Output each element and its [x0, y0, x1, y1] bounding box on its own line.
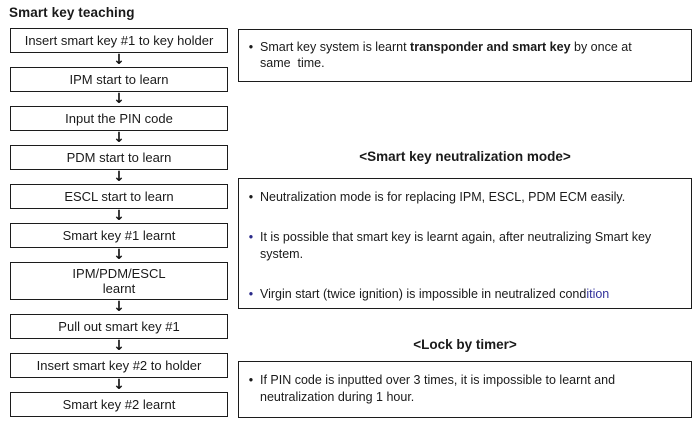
note-text: Neutralization mode is for replacing IPM…: [260, 189, 625, 206]
down-arrow-icon: ↓: [113, 52, 125, 68]
down-arrow-icon: ↓: [113, 338, 125, 354]
note-text: Smart key system is learnt transponder a…: [260, 39, 632, 71]
flow-step-label: Insert smart key #2 to holder: [36, 358, 202, 373]
note-text: Virgin start (twice ignition) is impossi…: [260, 286, 609, 303]
note-teaching-box: • Smart key system is learnt transponder …: [238, 29, 692, 82]
flow-step-label: Insert smart key #1 to key holder: [24, 33, 214, 48]
flow-step-label: Input the PIN code: [65, 111, 173, 126]
note-neutralization-box: • Neutralization mode is for replacing IP…: [238, 178, 692, 309]
note-line: neutralization during 1 hour.: [260, 390, 415, 404]
bullet-icon: •: [248, 40, 254, 54]
flow-step-label: Smart key #1 learnt: [62, 228, 176, 243]
down-arrow-icon: ↓: [113, 208, 125, 224]
note-text: It is possible that smart key is learnt …: [260, 229, 651, 263]
flow-step-label: ESCL start to learn: [64, 189, 174, 204]
flow-step-label: IPM/PDM/ESCL: [72, 266, 166, 281]
flow-step-box: Smart key #1 learnt: [10, 223, 228, 248]
heading-neutralization-mode: <Smart key neutralization mode>: [359, 149, 571, 164]
note-line: system.: [260, 247, 304, 261]
note-line: If PIN code is inputted over 3 times, it…: [260, 373, 616, 387]
flow-step-box: Smart key #2 learnt: [10, 392, 228, 417]
heading-lock-by-timer: <Lock by timer>: [413, 337, 517, 352]
flow-step-label: learnt: [102, 281, 136, 296]
bullet-icon: •: [248, 287, 254, 301]
flow-step-label: Pull out smart key #1: [58, 319, 180, 334]
flow-column: Insert smart key #1 to key holder ↓ IPM st…: [10, 28, 228, 417]
note-line: Neutralization mode is for replacing IPM…: [260, 190, 626, 204]
down-arrow-icon: ↓: [113, 247, 125, 263]
note-line: same time.: [260, 56, 325, 70]
bullet-icon: •: [248, 190, 254, 204]
down-arrow-icon: ↓: [113, 299, 125, 315]
note-bullet: • It is possible that smart key is learnt…: [247, 229, 687, 263]
flow-step-label: PDM start to learn: [66, 150, 172, 165]
page-title: Smart key teaching: [9, 5, 135, 20]
flow-step-label: Smart key #2 learnt: [62, 397, 176, 412]
down-arrow-icon: ↓: [113, 377, 125, 393]
flow-step-box: Pull out smart key #1: [10, 314, 228, 339]
note-text: If PIN code is inputted over 3 times, it…: [260, 372, 615, 406]
down-arrow-icon: ↓: [113, 91, 125, 107]
flow-step-box: Insert smart key #2 to holder: [10, 353, 228, 378]
flow-step-box: Insert smart key #1 to key holder: [10, 28, 228, 53]
bullet-icon: •: [248, 230, 254, 244]
note-bullet: • Neutralization mode is for replacing IP…: [247, 189, 687, 206]
flow-step-label: IPM start to learn: [69, 72, 169, 87]
down-arrow-icon: ↓: [113, 169, 125, 185]
note-line: Smart key system is learnt transponder a…: [260, 40, 632, 54]
note-line: Virgin start (twice ignition) is impossi…: [260, 287, 610, 301]
flow-step-box: IPM start to learn: [10, 67, 228, 92]
bullet-icon: •: [248, 373, 254, 387]
down-arrow-icon: ↓: [113, 130, 125, 146]
note-lock-box: • If PIN code is inputted over 3 times, i…: [238, 361, 692, 418]
note-bullet: • Virgin start (twice ignition) is imposs…: [247, 286, 687, 303]
flow-step-box: PDM start to learn: [10, 145, 228, 170]
flow-step-box: Input the PIN code: [10, 106, 228, 131]
note-line: It is possible that smart key is learnt …: [260, 230, 652, 244]
note-bullet: • Smart key system is learnt transponder …: [247, 39, 687, 71]
note-bullet: • If PIN code is inputted over 3 times, i…: [247, 372, 687, 406]
flow-step-box: ESCL start to learn: [10, 184, 228, 209]
